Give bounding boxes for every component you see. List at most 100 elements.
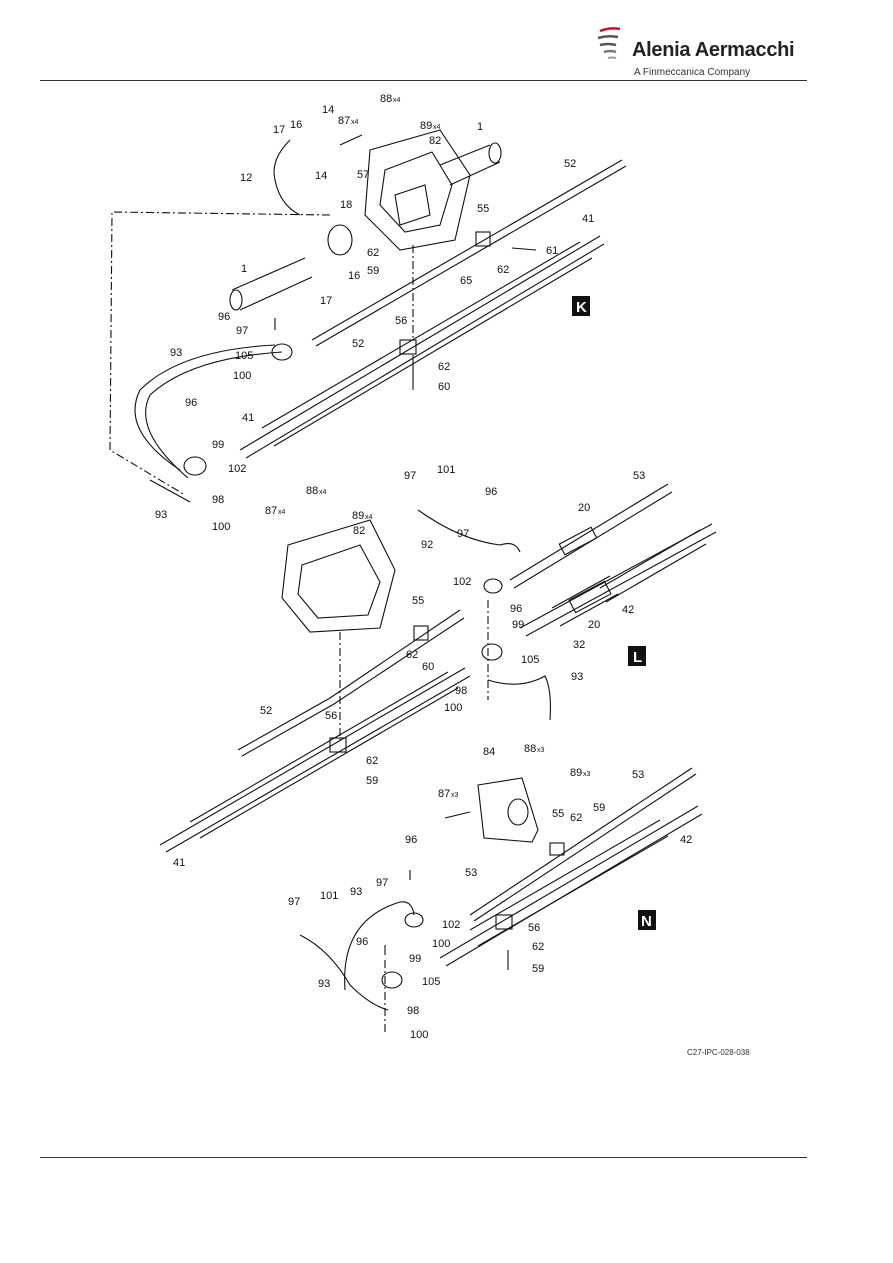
callout: 55 <box>552 808 564 820</box>
callout: 99 <box>512 619 524 631</box>
callout: 1 <box>241 263 247 275</box>
view-l-linework <box>159 483 717 853</box>
callout: 55 <box>412 595 424 607</box>
view-k-marker: K <box>572 296 590 316</box>
callout: 41 <box>582 213 594 225</box>
callout: 42 <box>680 834 692 846</box>
callout: 102 <box>442 919 460 931</box>
view-n-linework <box>299 767 703 1035</box>
callout-qty: x3 <box>451 792 459 799</box>
callout: 88 <box>524 743 536 755</box>
callout-qty: x4 <box>433 124 441 131</box>
callout: 62 <box>497 264 509 276</box>
view-l-callouts: 97 101 96 53 88 x4 89 x4 87 x4 82 20 97 … <box>173 464 645 869</box>
callout: 96 <box>185 397 197 409</box>
callout: 57 <box>357 169 369 181</box>
callout: 98 <box>455 685 467 697</box>
callout: 89 <box>570 767 582 779</box>
view-k-callouts: 88 x4 89 x4 87 x4 14 16 17 12 14 1 82 57… <box>155 93 594 533</box>
callout: 102 <box>453 576 471 588</box>
callout: 93 <box>155 509 167 521</box>
view-n-callouts: 84 88 x3 89 x3 53 87 x3 55 62 59 42 96 9… <box>288 743 692 1041</box>
callout: 59 <box>367 265 379 277</box>
callout-qty: x3 <box>537 747 545 754</box>
callout: 56 <box>528 922 540 934</box>
callout: 62 <box>570 812 582 824</box>
callout: 42 <box>622 604 634 616</box>
callout-qty: x4 <box>319 489 327 496</box>
callout: 12 <box>240 172 252 184</box>
callout: 17 <box>320 295 332 307</box>
callout: 87 <box>438 788 450 800</box>
callout: 56 <box>395 315 407 327</box>
callout: 88 <box>380 93 392 105</box>
callout: 41 <box>242 412 254 424</box>
callout: 62 <box>367 247 379 259</box>
callout: 18 <box>340 199 352 211</box>
callout: 100 <box>233 370 251 382</box>
callout: 96 <box>356 936 368 948</box>
callout: 16 <box>348 270 360 282</box>
callout: 87 <box>265 505 277 517</box>
callout: 62 <box>438 361 450 373</box>
callout: 14 <box>315 170 327 182</box>
callout: 97 <box>288 896 300 908</box>
callout: 16 <box>290 119 302 131</box>
callout: 20 <box>588 619 600 631</box>
callout: 56 <box>325 710 337 722</box>
callout: 62 <box>366 755 378 767</box>
callout: 41 <box>173 857 185 869</box>
view-l-label: L <box>633 649 642 666</box>
callout: 96 <box>218 311 230 323</box>
callout: 97 <box>236 325 248 337</box>
callout: 100 <box>410 1029 428 1041</box>
callout: 59 <box>366 775 378 787</box>
callout: 60 <box>438 381 450 393</box>
footer-divider <box>40 1157 807 1158</box>
brand-name: Alenia Aermacchi <box>632 39 795 61</box>
callout: 102 <box>228 463 246 475</box>
callout: 87 <box>338 115 350 127</box>
callout: 1 <box>477 121 483 133</box>
view-l-marker: L <box>628 646 646 666</box>
callout: 100 <box>212 521 230 533</box>
callout: 97 <box>376 877 388 889</box>
callout: 82 <box>429 135 441 147</box>
callout: 101 <box>437 464 455 476</box>
callout: 105 <box>422 976 440 988</box>
callout: 52 <box>260 705 272 717</box>
callout: 14 <box>322 104 334 116</box>
callout: 53 <box>633 470 645 482</box>
callout: 59 <box>593 802 605 814</box>
callout: 93 <box>318 978 330 990</box>
callout: 101 <box>320 890 338 902</box>
company-logo: Alenia Aermacchi A Finmeccanica Company <box>596 25 796 81</box>
callout: 92 <box>421 539 433 551</box>
callout: 32 <box>573 639 585 651</box>
callout: 84 <box>483 746 495 758</box>
callout: 89 <box>352 510 364 522</box>
header-divider <box>40 80 807 81</box>
callout: 96 <box>485 486 497 498</box>
callout-qty: x4 <box>351 119 359 126</box>
callout: 62 <box>532 941 544 953</box>
view-k-label: K <box>576 299 587 316</box>
callout: 65 <box>460 275 472 287</box>
callout: 52 <box>352 338 364 350</box>
view-n-label: N <box>641 913 652 930</box>
callout: 93 <box>170 347 182 359</box>
callout: 53 <box>465 867 477 879</box>
callout: 98 <box>212 494 224 506</box>
callout: 98 <box>407 1005 419 1017</box>
callout: 96 <box>510 603 522 615</box>
callout: 53 <box>632 769 644 781</box>
callout: 96 <box>405 834 417 846</box>
view-k-linework <box>109 129 627 503</box>
callout-qty: x3 <box>583 771 591 778</box>
callout: 93 <box>350 886 362 898</box>
callout-qty: x4 <box>365 514 373 521</box>
logo-swoosh-icon <box>597 27 621 59</box>
callout: 88 <box>306 485 318 497</box>
callout: 105 <box>235 350 253 362</box>
